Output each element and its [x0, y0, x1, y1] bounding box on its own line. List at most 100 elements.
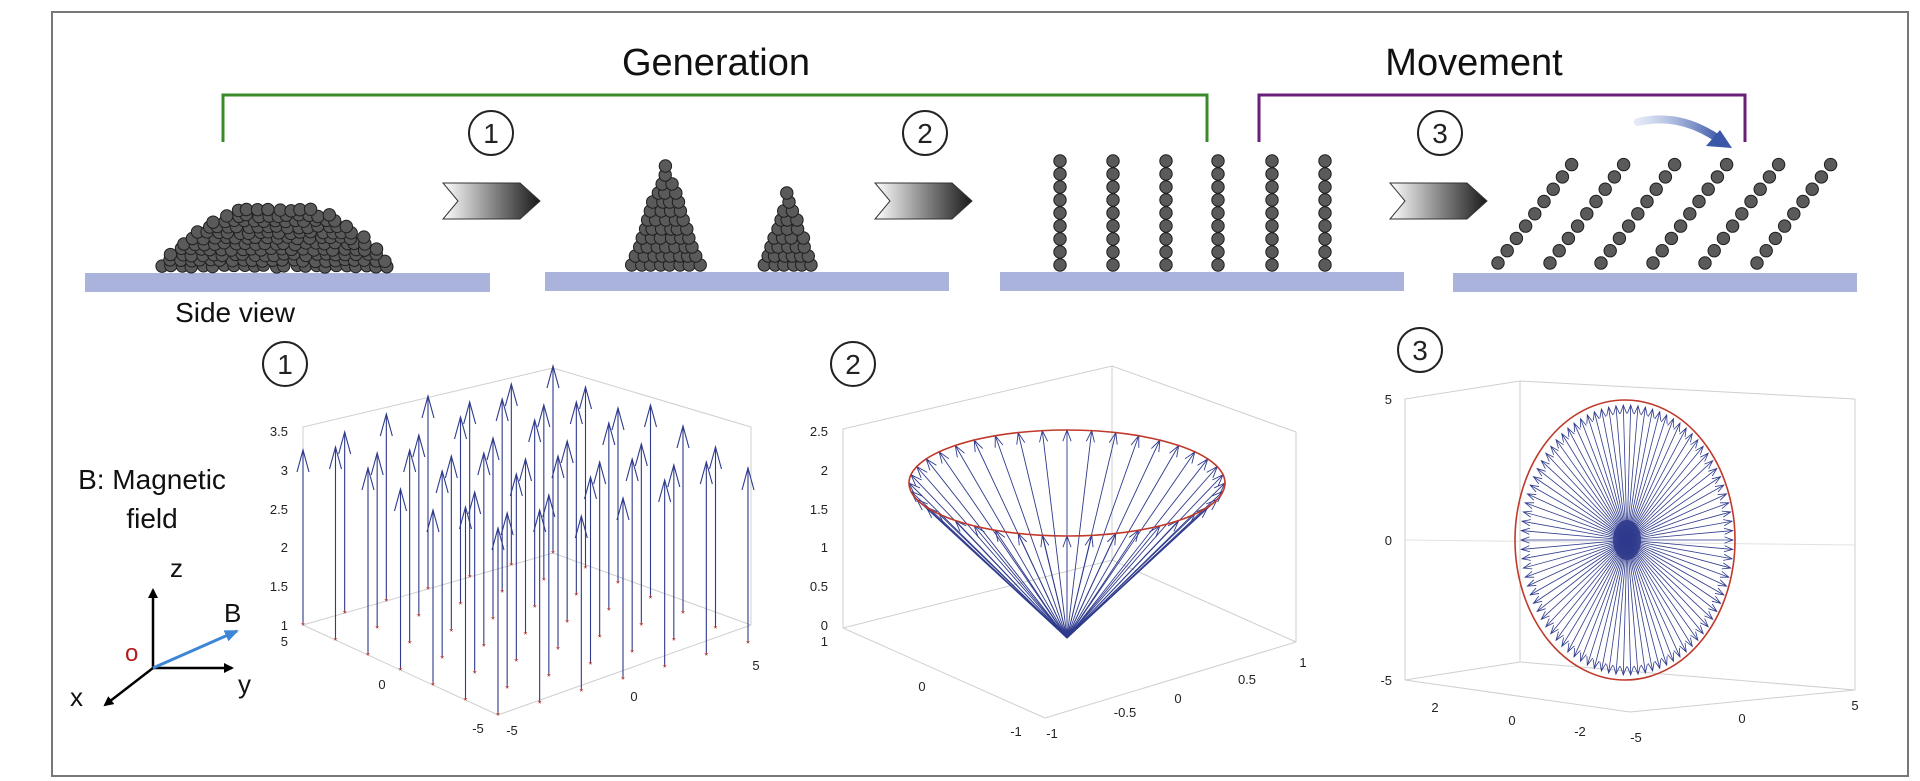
particle [1211, 180, 1225, 194]
particle [1750, 256, 1764, 270]
particle [1159, 193, 1173, 207]
arrowhead [1620, 403, 1627, 414]
plot-uniform-field: ****************************************… [270, 363, 760, 738]
field-arrow [1626, 493, 1727, 541]
field-arrow [1626, 439, 1699, 541]
svg-text:2: 2 [1431, 700, 1438, 715]
particle-pile [155, 202, 394, 274]
arrowhead [1599, 407, 1607, 418]
field-arrow [1626, 406, 1646, 541]
particle [1211, 206, 1225, 220]
arrowhead [1719, 571, 1730, 578]
field-arrow [1555, 439, 1628, 541]
field-arrow [1626, 405, 1639, 541]
field-arrow [1066, 525, 1161, 639]
arrowhead [1690, 438, 1699, 449]
particle [1561, 231, 1576, 246]
arrowhead [1724, 536, 1735, 544]
rotation-arrow-icon [1634, 115, 1724, 144]
arrowhead [1627, 666, 1634, 677]
rotation-arrowhead-icon [1706, 130, 1732, 148]
svg-text:-2: -2 [1574, 724, 1586, 739]
field-arrow [1626, 539, 1699, 641]
arrowhead [1580, 417, 1587, 428]
generation-bracket [221, 93, 1209, 142]
field-arrow [1626, 539, 1668, 666]
arrowhead [1667, 417, 1674, 428]
origin-marker: * [491, 615, 495, 626]
legend-title-line1: B: Magnetic [78, 464, 226, 495]
field-arrow [916, 466, 1068, 639]
field-arrow [1626, 468, 1718, 541]
particle [1106, 154, 1120, 168]
arrowhead [379, 411, 393, 437]
field-arrow [1600, 539, 1628, 672]
arrowhead [611, 405, 625, 431]
origin-marker: * [496, 711, 500, 722]
particle [1616, 157, 1631, 172]
svg-text:-5: -5 [1630, 730, 1642, 745]
field-arrow [994, 435, 1068, 639]
particle [1106, 219, 1120, 233]
particle-cone-right [757, 186, 818, 272]
field-arrow [1580, 539, 1628, 662]
svg-text:5: 5 [281, 634, 288, 649]
arrowhead [1561, 637, 1570, 648]
particle [303, 202, 318, 216]
particle [1683, 207, 1697, 221]
field-arrow [1626, 539, 1693, 647]
arrowhead [1520, 527, 1531, 535]
arrowhead [1711, 595, 1722, 605]
field-arrow [1540, 539, 1628, 620]
field-arrow [1527, 539, 1628, 587]
arrowhead [1613, 665, 1621, 676]
particle [239, 202, 254, 217]
arrowhead [393, 486, 408, 512]
particle [1555, 170, 1570, 184]
origin-marker: * [301, 621, 305, 632]
arrowhead [1540, 611, 1550, 621]
field-arrow [910, 474, 1068, 639]
arrowhead [1673, 422, 1681, 433]
svg-text:2.5: 2.5 [270, 502, 288, 517]
svg-text:3: 3 [1432, 118, 1448, 149]
arrowhead [1524, 502, 1535, 509]
svg-text:0: 0 [918, 679, 925, 694]
particle [1621, 219, 1636, 233]
arrowhead [973, 438, 983, 453]
particle [1053, 219, 1067, 233]
svg-text:1: 1 [821, 540, 828, 555]
arrowhead [1545, 618, 1555, 628]
particle [1106, 258, 1120, 272]
particle [1725, 219, 1740, 233]
arrowhead [1660, 656, 1668, 667]
field-arrow [1626, 539, 1714, 620]
origin-marker: * [681, 609, 685, 620]
particle-chains-tilted [1491, 157, 1838, 270]
field-arrow [1626, 408, 1654, 541]
particle [1318, 167, 1332, 181]
arrowhead [1723, 527, 1734, 535]
field-arrow [1066, 445, 1180, 639]
particle [1603, 244, 1617, 258]
particle [378, 254, 392, 269]
particle [1211, 167, 1225, 181]
arrowhead [453, 414, 468, 440]
particle [1318, 154, 1332, 168]
field-arrow [1626, 511, 1731, 541]
plot3-y-ticks: -5 0 5 [1630, 698, 1858, 745]
field-arrow [1521, 530, 1628, 541]
substrate-2 [545, 272, 949, 291]
field-arrow [1545, 539, 1628, 628]
field-arrow [1521, 539, 1628, 560]
origin-marker: * [482, 642, 486, 653]
svg-text:1.5: 1.5 [270, 579, 288, 594]
arrowhead [1714, 484, 1725, 493]
arrowhead [1704, 611, 1714, 621]
field-arrow [1626, 539, 1721, 604]
origin-marker: * [375, 624, 379, 635]
origin-marker: * [449, 627, 453, 638]
origin-marker: * [746, 639, 750, 650]
svg-text:5: 5 [752, 658, 759, 673]
arrowhead [593, 459, 607, 485]
